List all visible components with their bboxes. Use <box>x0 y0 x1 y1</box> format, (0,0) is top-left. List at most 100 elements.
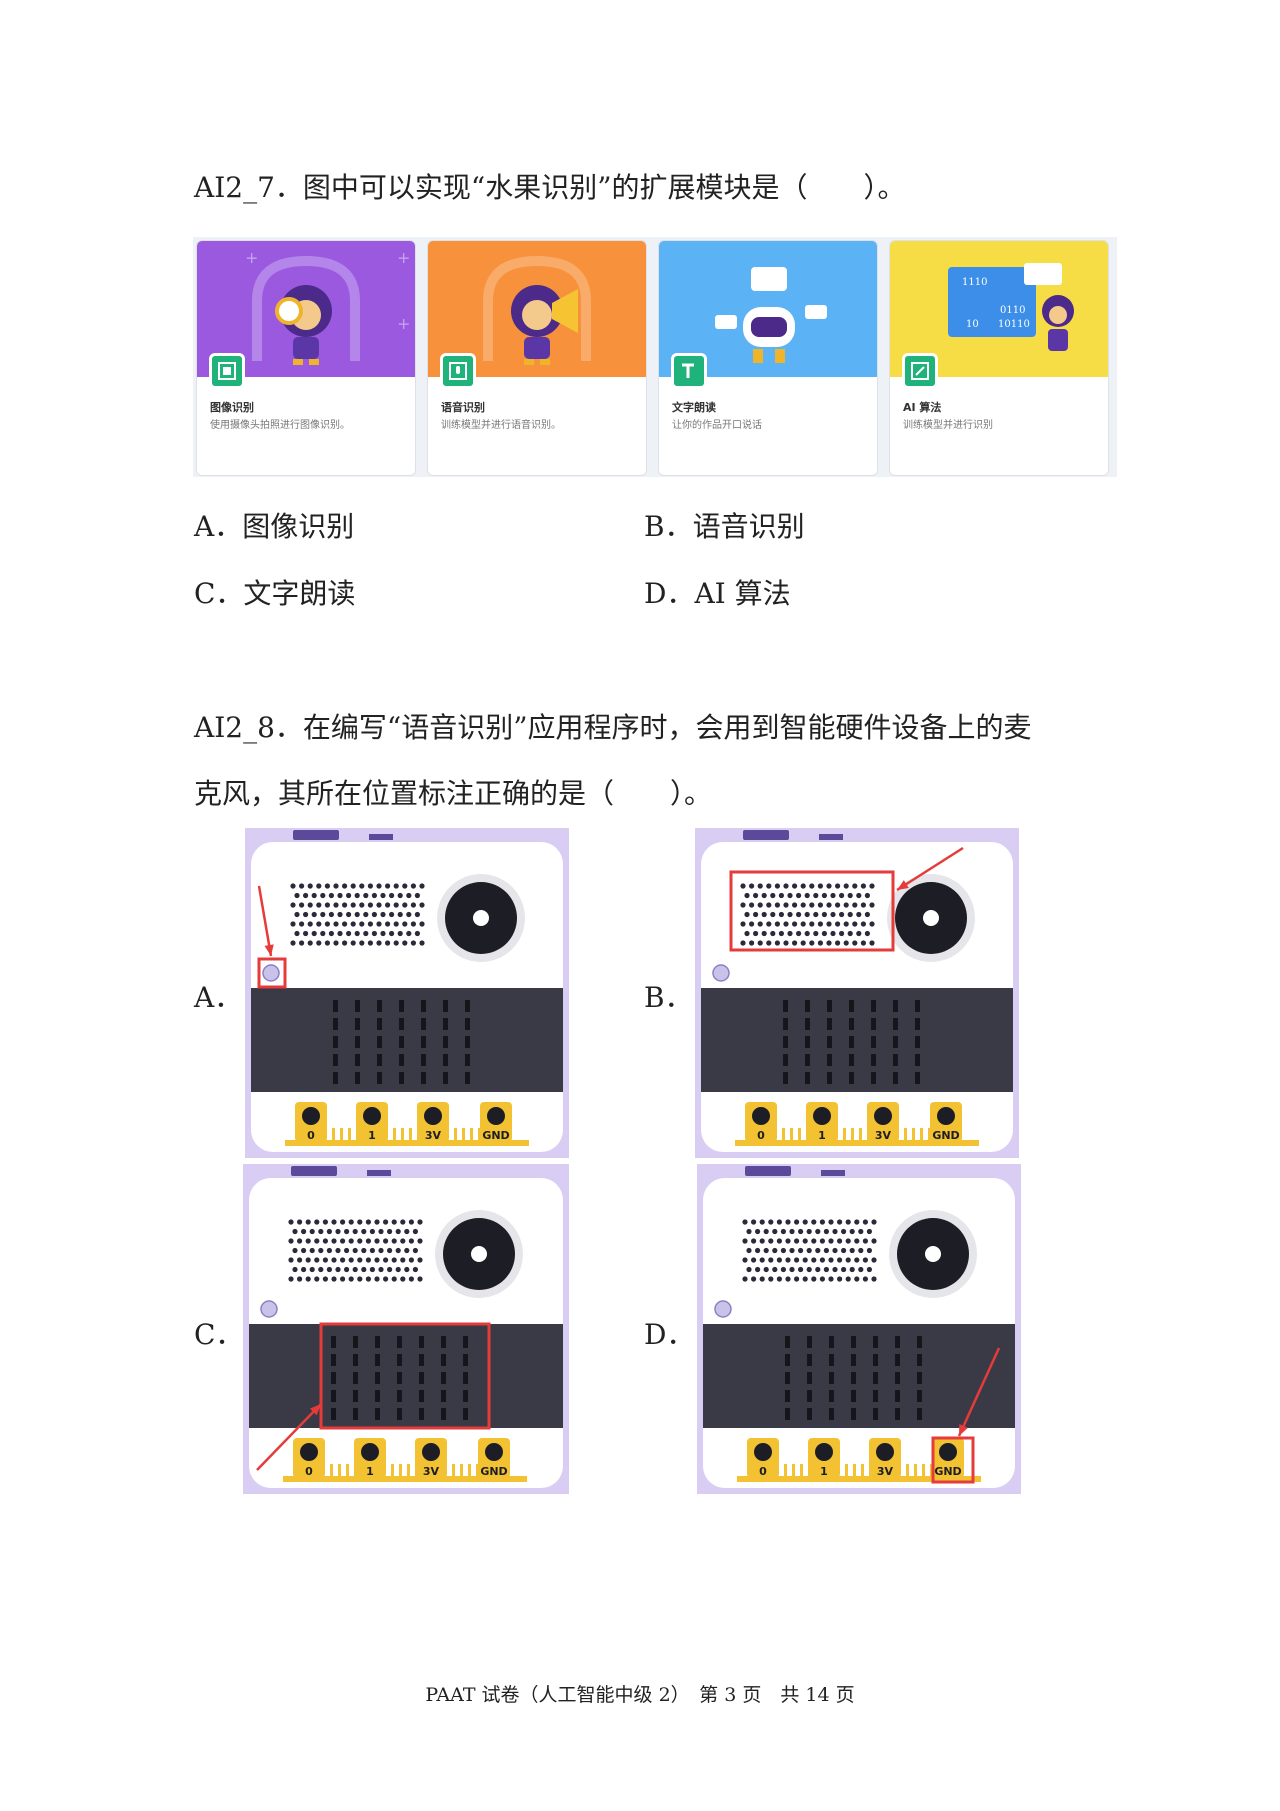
card-title: 文字朗读 <box>672 401 716 414</box>
pin-hole <box>939 1443 957 1461</box>
q8-label-c: C． <box>194 1318 244 1351</box>
q7-option-b: B．语音识别 <box>644 510 805 543</box>
pin-hole <box>302 1107 320 1125</box>
algorithm-icon <box>902 353 938 389</box>
board-usb-port <box>291 1166 337 1176</box>
edge-connector <box>283 1476 527 1482</box>
pin-label: 3V <box>875 1129 892 1142</box>
board-button <box>819 834 843 840</box>
arrow-head <box>264 944 274 956</box>
led-matrix <box>783 1000 920 1084</box>
pin-label: 1 <box>818 1129 826 1142</box>
pin-label: GND <box>480 1465 507 1478</box>
board-option-c: 0 1 3V GND <box>243 1164 569 1494</box>
svg-text:+: + <box>397 248 410 267</box>
board-option-d: 0 1 3V GND <box>697 1164 1021 1494</box>
pin-label: 0 <box>305 1465 313 1478</box>
edge-connector <box>285 1140 529 1146</box>
board-option-a: 0 1 3V GND <box>245 828 569 1158</box>
led-matrix-panel <box>251 988 563 1092</box>
q8-line-1: AI2_8．在编写“语音识别”应用程序时，会用到智能硬件设备上的麦 <box>194 711 1032 744</box>
card-description: 训练模型并进行语音识别。 <box>441 420 561 431</box>
arrow-line <box>896 846 964 892</box>
camera-lens <box>923 910 939 926</box>
extension-module-panel: +++ 图像识别 使用摄像头拍照进行图像识别。 语音识别 训练模型并进行语音识别… <box>193 237 1117 477</box>
led-matrix <box>785 1336 922 1420</box>
camera-lens <box>473 910 489 926</box>
microphone-icon <box>440 353 476 389</box>
question-7-stem: AI2_7．图中可以实现“水果识别”的扩展模块是（ ）。 <box>194 171 906 204</box>
extension-card-text-to-speech: 文字朗读 让你的作品开口说话 <box>658 240 878 476</box>
q8-label-a: A． <box>194 981 243 1014</box>
q7-option-c: C．文字朗读 <box>194 577 356 610</box>
led-matrix-panel <box>701 988 1013 1092</box>
pin-hole <box>813 1107 831 1125</box>
speaker-grille <box>740 883 875 946</box>
banner-binary-3: 10 <box>966 319 979 330</box>
speaker-grille <box>742 1219 877 1282</box>
card-description: 训练模型并进行识别 <box>903 420 993 431</box>
pin-label: 1 <box>366 1465 374 1478</box>
pin-label: GND <box>932 1129 959 1142</box>
arrow-head <box>959 1424 968 1436</box>
speech-recognition-banner <box>428 241 646 377</box>
pin-label: 3V <box>877 1465 894 1478</box>
q7-option-d: D．AI 算法 <box>644 577 791 610</box>
pin-hole <box>815 1443 833 1461</box>
microphone-hole <box>260 1300 278 1318</box>
speaker-grille <box>290 883 425 946</box>
extension-card-image-recognition: +++ 图像识别 使用摄像头拍照进行图像识别。 <box>196 240 416 476</box>
led-matrix <box>331 1336 468 1420</box>
card-title: AI 算法 <box>903 401 942 414</box>
led-matrix-panel <box>249 1324 563 1428</box>
arrow-head <box>309 1404 321 1416</box>
highlight-box <box>257 957 287 989</box>
banner-binary-1: 1110 <box>962 277 987 288</box>
q7-option-a: A．图像识别 <box>194 510 355 543</box>
highlight-box <box>931 1436 975 1484</box>
pin-hole <box>363 1107 381 1125</box>
pin-label: GND <box>934 1465 961 1478</box>
card-description: 让你的作品开口说话 <box>672 420 762 431</box>
pin-label: GND <box>482 1129 509 1142</box>
pin-hole <box>937 1107 955 1125</box>
board-button <box>367 1170 391 1176</box>
extension-card-ai-algorithm: 1110 0110 10 10110 AI 算法 训练模型并进行识别 <box>889 240 1109 476</box>
board-usb-port <box>745 1166 791 1176</box>
q8-line-2: 克风，其所在位置标注正确的是（ ）。 <box>194 777 713 810</box>
pin-label: 1 <box>368 1129 376 1142</box>
board-usb-port <box>293 830 339 840</box>
arrow-head <box>897 880 909 890</box>
speaker-grille <box>288 1219 423 1282</box>
pin-label: 1 <box>820 1465 828 1478</box>
highlight-box <box>729 870 895 952</box>
microphone-hole <box>714 1300 732 1318</box>
pin-label: 3V <box>425 1129 442 1142</box>
banner-binary-4: 10110 <box>998 319 1030 330</box>
pin-hole <box>300 1443 318 1461</box>
page-footer: PAAT 试卷（人工智能中级 2） 第 3 页 共 14 页 <box>425 1684 855 1706</box>
card-description: 使用摄像头拍照进行图像识别。 <box>210 420 350 431</box>
text-tool-icon <box>671 353 707 389</box>
camera-icon <box>209 353 245 389</box>
camera-lens <box>925 1246 941 1262</box>
pin-label: 0 <box>307 1129 315 1142</box>
pin-hole <box>876 1443 894 1461</box>
question-8-stem: AI2_8．在编写“语音识别”应用程序时，会用到智能硬件设备上的麦 克风，其所在… <box>194 695 1124 827</box>
pin-hole <box>361 1443 379 1461</box>
board-button <box>369 834 393 840</box>
microphone-hole <box>712 964 730 982</box>
svg-text:+: + <box>397 314 410 333</box>
camera-lens <box>471 1246 487 1262</box>
pin-label: 3V <box>423 1465 440 1478</box>
card-title: 语音识别 <box>441 401 485 414</box>
pin-hole <box>754 1443 772 1461</box>
pin-label: 0 <box>759 1465 767 1478</box>
arrow-line <box>256 1403 322 1471</box>
edge-connector <box>735 1140 979 1146</box>
q8-label-d: D． <box>644 1318 695 1351</box>
pin-hole <box>874 1107 892 1125</box>
microphone-hole <box>262 964 280 982</box>
board-button <box>821 1170 845 1176</box>
led-matrix <box>333 1000 470 1084</box>
